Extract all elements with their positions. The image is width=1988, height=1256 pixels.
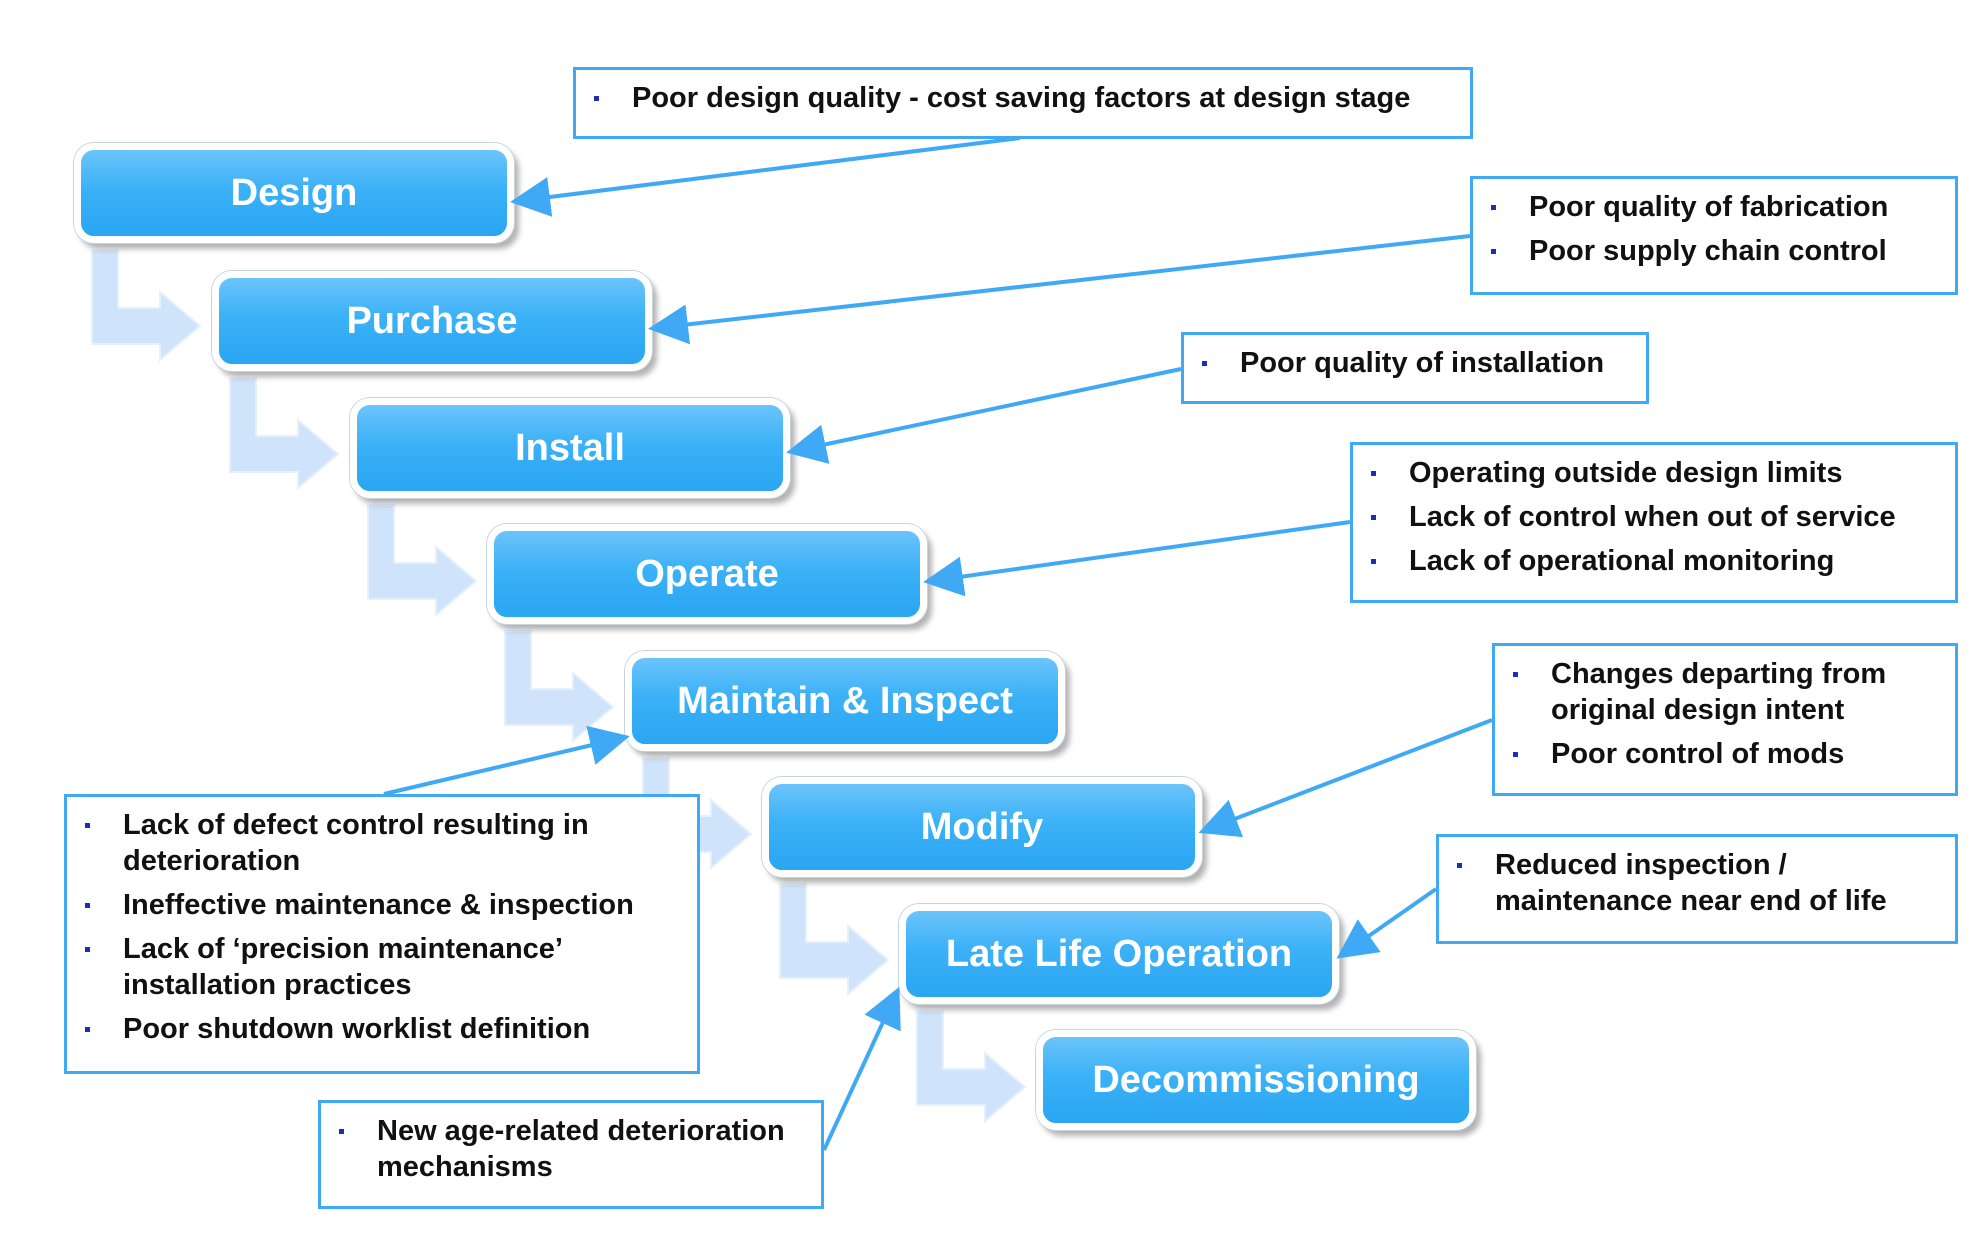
note-operate: Operating outside design limits Lack of … [1350,442,1958,603]
bullet-icon [1491,205,1496,210]
bullet-icon [594,96,599,101]
bullet-icon [1371,471,1376,476]
note-item: Poor shutdown worklist definition [81,1011,679,1047]
connector-arrow-2 [229,377,340,491]
note-item: Poor supply chain control [1487,233,1937,269]
note-item: New age-related deterioration mechanisms [335,1113,803,1185]
bullet-icon [1513,672,1518,677]
bullet-icon [85,947,90,952]
stage-label: Install [515,426,625,469]
note-item: Lack of control when out of service [1367,499,1937,535]
note-item: Reduced inspection / maintenance near en… [1453,847,1937,919]
note-item: Lack of ‘precision maintenance’ installa… [81,931,679,1003]
stage-maintain-inspect: Maintain & Inspect [625,651,1065,751]
stage-purchase: Purchase [212,271,652,371]
arrow-modify [1198,718,1493,838]
stage-modify: Modify [762,777,1202,877]
bullet-icon [85,903,90,908]
note-purchase: Poor quality of fabrication Poor supply … [1470,176,1958,295]
arrow-design [510,136,1021,217]
note-item: Poor design quality - cost saving factor… [590,80,1452,116]
stage-install: Install [350,398,790,498]
arrow-install [786,367,1182,464]
stage-label: Decommissioning [1092,1058,1420,1101]
bullet-icon [1491,249,1496,254]
bullet-icon [1371,515,1376,520]
connector-arrow-1 [91,249,202,363]
note-item: Poor control of mods [1509,736,1937,772]
stage-label: Design [230,171,358,214]
bullet-icon [85,1027,90,1032]
note-design: Poor design quality - cost saving factor… [573,67,1473,139]
stage-label: Purchase [346,299,518,342]
arrow-operate [923,520,1351,597]
stage-label: Operate [635,552,779,595]
note-maintain: Lack of defect control resulting in dete… [64,794,700,1074]
note-modify: Changes departing from original design i… [1492,643,1958,796]
connector-arrow-6 [779,883,890,997]
arrow-maintain [383,725,630,796]
connector-arrow-4 [504,630,615,744]
note-item: Lack of operational monitoring [1367,543,1937,579]
bullet-icon [1202,361,1207,366]
arrow-late-life [1336,887,1438,959]
connector-arrow-7 [916,1010,1027,1124]
note-item: Lack of defect control resulting in dete… [81,807,679,879]
bullet-icon [1457,863,1462,868]
note-item: Ineffective maintenance & inspection [81,887,679,923]
bullet-icon [1371,559,1376,564]
stage-design: Design [74,143,514,243]
bullet-icon [85,823,90,828]
connector-arrow-3 [367,504,478,618]
note-item: Poor quality of fabrication [1487,189,1937,225]
stage-operate: Operate [487,524,927,624]
bullet-icon [339,1129,344,1134]
note-item: Operating outside design limits [1367,455,1937,491]
stage-decommissioning: Decommissioning [1036,1030,1476,1130]
stage-label: Late Life Operation [945,932,1293,975]
note-late-life: Reduced inspection / maintenance near en… [1436,834,1958,944]
arrow-age-related [822,986,901,1151]
stage-late-life-operation: Late Life Operation [899,904,1339,1004]
stage-label: Modify [920,805,1044,848]
stage-label: Maintain & Inspect [677,679,1013,722]
note-install: Poor quality of installation [1181,332,1649,404]
arrow-purchase [648,234,1471,345]
bullet-icon [1513,752,1518,757]
note-item: Poor quality of installation [1198,345,1628,381]
note-age-related: New age-related deterioration mechanisms [318,1100,824,1209]
note-item: Changes departing from original design i… [1509,656,1937,728]
